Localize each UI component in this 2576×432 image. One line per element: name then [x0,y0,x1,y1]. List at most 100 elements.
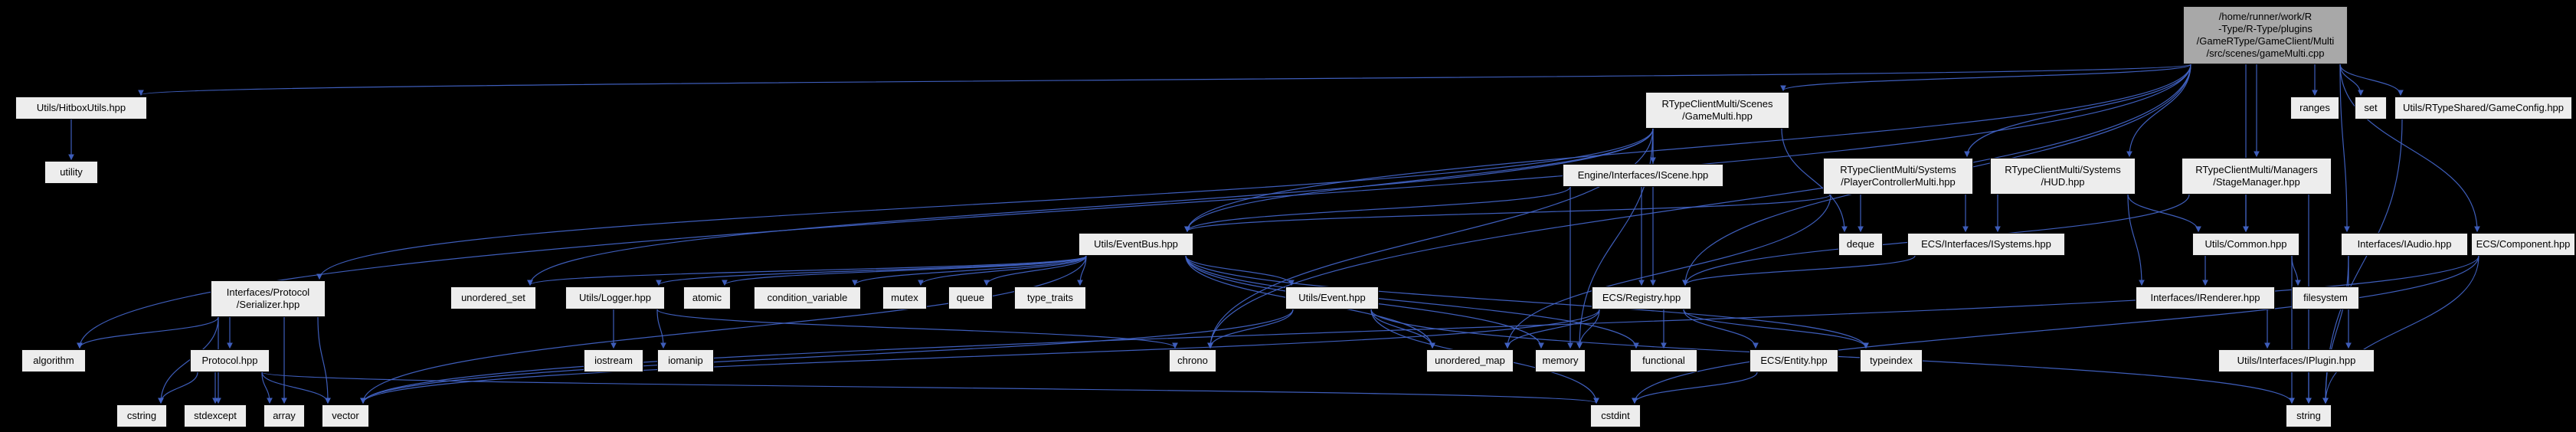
graph-node-isystems[interactable]: ECS/Interfaces/ISystems.hpp [1907,233,2065,256]
edge-root-iaudio [2339,64,2350,233]
graph-node-label: iostream [594,355,633,367]
edge-hud-irenderer [2127,194,2145,286]
edge-hud-common [2127,194,2201,233]
graph-node-label: Utils/Logger.hpp [579,292,651,304]
graph-node-label: RTypeClientMulti/Managers [2195,164,2318,176]
graph-node-label: stdexcept [194,410,237,422]
graph-node-label: Interfaces/IAudio.hpp [2357,238,2452,250]
edge-gamemulti-deque [1781,128,1848,233]
graph-node-ranges: ranges [2290,97,2339,119]
edge-eventbus-mutex [918,255,1087,286]
graph-node-label: iomanip [668,355,703,367]
edge-registry-vector [360,309,1600,404]
graph-node-iplugin[interactable]: Utils/Interfaces/IPlugin.hpp [2218,349,2375,372]
edge-logger-chrono [656,309,1178,349]
graph-node-registry[interactable]: ECS/Registry.hpp [1592,286,1691,309]
edge-root-component [2339,64,2480,233]
edge-serializer-algorithm [77,316,219,349]
edge-component-cstdint [1632,255,2479,404]
edge-eventbus-typeindex [1185,255,1869,349]
graph-node-hitbox[interactable]: Utils/HitboxUtils.hpp [15,97,147,119]
edge-pcm-eventbus [1184,194,1831,233]
graph-node-cstring: cstring [116,404,167,427]
edge-protocol-vector [261,371,331,404]
graph-node-label: RTypeClientMulti/Scenes [1661,98,1773,110]
graph-node-event[interactable]: Utils/Event.hpp [1285,286,1379,309]
graph-node-label: ECS/Interfaces/ISystems.hpp [1921,238,2051,250]
graph-node-pcm[interactable]: RTypeClientMulti/Systems/PlayerControlle… [1823,158,1973,195]
edge-eventbus-atomic [722,255,1087,286]
edge-protocol-cstring [158,371,198,404]
graph-node-label: utility [60,166,83,178]
graph-node-label: /PlayerControllerMulti.hpp [1841,176,1956,188]
edge-isystems-registry [1682,255,1916,286]
edge-protocol-array [261,371,273,404]
graph-node-irenderer[interactable]: Interfaces/IRenderer.hpp [2136,286,2275,309]
edge-eventbus-queue [984,255,1087,286]
graph-node-common[interactable]: Utils/Common.hpp [2192,233,2299,256]
edge-protocol-cstdint [261,371,1599,404]
graph-node-utility: utility [44,161,98,184]
graph-node-component[interactable]: ECS/Component.hpp [2471,233,2575,256]
edge-root-set [2339,64,2364,97]
edge-root-algorithm [77,64,2191,349]
graph-node-eventbus[interactable]: Utils/EventBus.hpp [1079,233,1193,256]
graph-node-entity[interactable]: ECS/Entity.hpp [1750,349,1838,372]
graph-node-label: ECS/Entity.hpp [1760,355,1828,367]
graph-node-hud[interactable]: RTypeClientMulti/Systems/HUD.hpp [1990,158,2136,195]
graph-node-label: Utils/Interfaces/IPlugin.hpp [2237,355,2356,367]
edge-registry-umap [1504,309,1600,349]
graph-node-label: functional [1642,355,1685,367]
graph-node-label: /GameRType/GameClient/Multi [2196,35,2335,47]
edge-component-string [2322,255,2479,404]
edge-pcm-umap [1504,194,1831,349]
graph-node-label: ranges [2299,102,2330,114]
graph-node-gameconfig[interactable]: Utils/RTypeShared/GameConfig.hpp [2394,97,2572,119]
graph-node-chrono: chrono [1169,349,1216,372]
graph-node-label: -Type/R-Type/plugins [2218,23,2313,35]
graph-node-label: /GameMulti.hpp [1682,110,1753,122]
edge-root-gameconfig [2339,64,2404,97]
graph-node-stage[interactable]: RTypeClientMulti/Managers/StageManager.h… [2182,158,2332,195]
graph-node-condvar: condition_variable [754,286,861,309]
graph-node-label: cstring [126,410,157,422]
graph-node-label: /home/runner/work/R [2218,11,2313,23]
edge-event-chrono [1207,309,1294,349]
graph-node-label: ECS/Component.hpp [2476,238,2571,250]
graph-node-label: Interfaces/Protocol [226,286,310,299]
edge-event-vector [360,309,1294,404]
graph-node-logger[interactable]: Utils/Logger.hpp [565,286,665,309]
graph-node-label: type_traits [1027,292,1073,304]
edge-eventbus-event [1185,255,1295,286]
edge-root-gamemulti [1780,64,2191,92]
graph-node-label: /HUD.hpp [2041,176,2085,188]
edge-component-vector [360,255,2479,404]
graph-node-label: vector [332,410,359,422]
edge-root-hud [2126,64,2191,158]
graph-node-iostream: iostream [584,349,643,372]
edge-registry-entity [1683,309,1759,349]
graph-node-label: filesystem [2303,292,2348,304]
graph-node-iaudio[interactable]: Interfaces/IAudio.hpp [2341,233,2468,256]
graph-node-protocol[interactable]: Protocol.hpp [190,349,270,372]
graph-node-label: Utils/EventBus.hpp [1094,238,1178,250]
graph-node-serializer[interactable]: Interfaces/Protocol/Serializer.hpp [211,280,326,317]
graph-node-atomic: atomic [683,286,731,309]
graph-node-label: memory [1542,355,1579,367]
edge-serializer-cstring [158,316,219,404]
graph-node-mutex: mutex [882,286,927,309]
graph-node-label: atomic [692,292,722,304]
graph-node-gamemulti[interactable]: RTypeClientMulti/Scenes/GameMulti.hpp [1645,92,1789,129]
graph-node-label: Utils/Event.hpp [1298,292,1366,304]
graph-node-umap: unordered_map [1426,349,1514,372]
graph-node-typeindex: typeindex [1860,349,1923,372]
graph-node-label: Utils/HitboxUtils.hpp [36,102,126,114]
edge-event-umap [1370,309,1435,349]
edge-eventbus-condvar [852,255,1087,286]
graph-node-iscene[interactable]: Engine/Interfaces/IScene.hpp [1563,164,1723,187]
edge-root-chrono [1207,64,2191,349]
edge-serializer-vector [317,316,331,404]
edge-gamemulti-serializer [316,128,1654,280]
